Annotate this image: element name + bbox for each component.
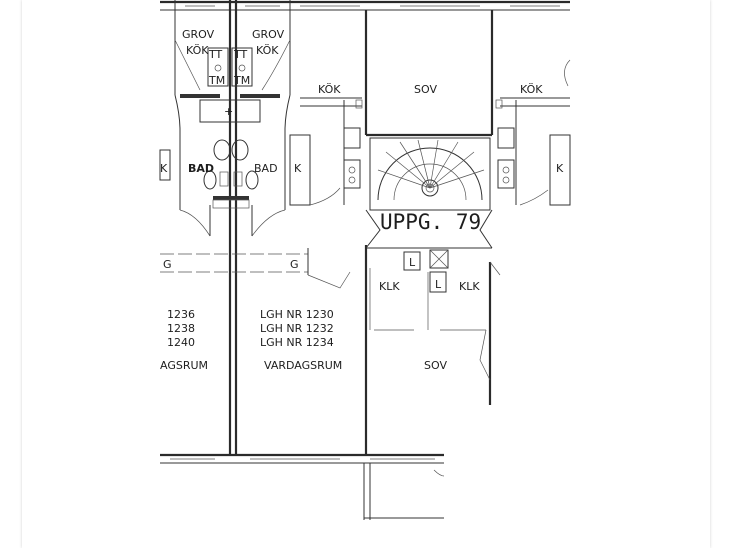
label-k: K (160, 162, 168, 175)
label-l: L (409, 256, 416, 269)
label-bad: BAD (188, 162, 214, 175)
label-kok: KÖK (186, 44, 209, 57)
label-lgh-1240: 1240 (167, 336, 195, 349)
label-uppg: UPPG. 79 (380, 210, 481, 234)
svg-text:+: + (224, 105, 233, 118)
label-l: L (435, 278, 442, 291)
label-sov: SOV (424, 359, 447, 372)
bathroom-fixtures: + (174, 39, 291, 237)
label-vardagsrum-cut: AGSRUM (160, 359, 208, 372)
label-grov: GROV (182, 28, 215, 41)
label-tt: TT (233, 48, 248, 61)
label-sov: SOV (414, 83, 437, 96)
drawing-sheet: + (22, 0, 710, 548)
label-kok: KÖK (318, 83, 341, 96)
floor-plan: + (159, 0, 571, 520)
label-lgh-1232: LGH NR 1232 (260, 322, 334, 335)
label-kok: KÖK (256, 44, 279, 57)
storage-row (160, 248, 501, 381)
label-tm: TM (233, 74, 250, 87)
label-g: G (163, 258, 172, 271)
label-klk: KLK (379, 280, 400, 293)
label-tm: TM (208, 74, 225, 87)
stairwell (365, 137, 493, 269)
label-lgh-1230: LGH NR 1230 (260, 308, 334, 321)
label-bad: BAD (254, 162, 278, 175)
label-k: K (556, 162, 564, 175)
label-klk: KLK (459, 280, 480, 293)
label-k: K (294, 162, 302, 175)
label-g: G (290, 258, 299, 271)
label-kok: KÖK (520, 83, 543, 96)
kitchen-fixtures (159, 59, 571, 206)
room-labels: GROV KÖK GROV KÖK TT TT TM TM KÖK SOV KÖ… (160, 28, 564, 372)
label-grov: GROV (252, 28, 285, 41)
label-lgh-1236: 1236 (167, 308, 195, 321)
label-lgh-1234: LGH NR 1234 (260, 336, 334, 349)
walls (160, 0, 570, 520)
label-vardagsrum: VARDAGSRUM (264, 359, 342, 372)
label-lgh-1238: 1238 (167, 322, 195, 335)
label-tt: TT (208, 48, 223, 61)
